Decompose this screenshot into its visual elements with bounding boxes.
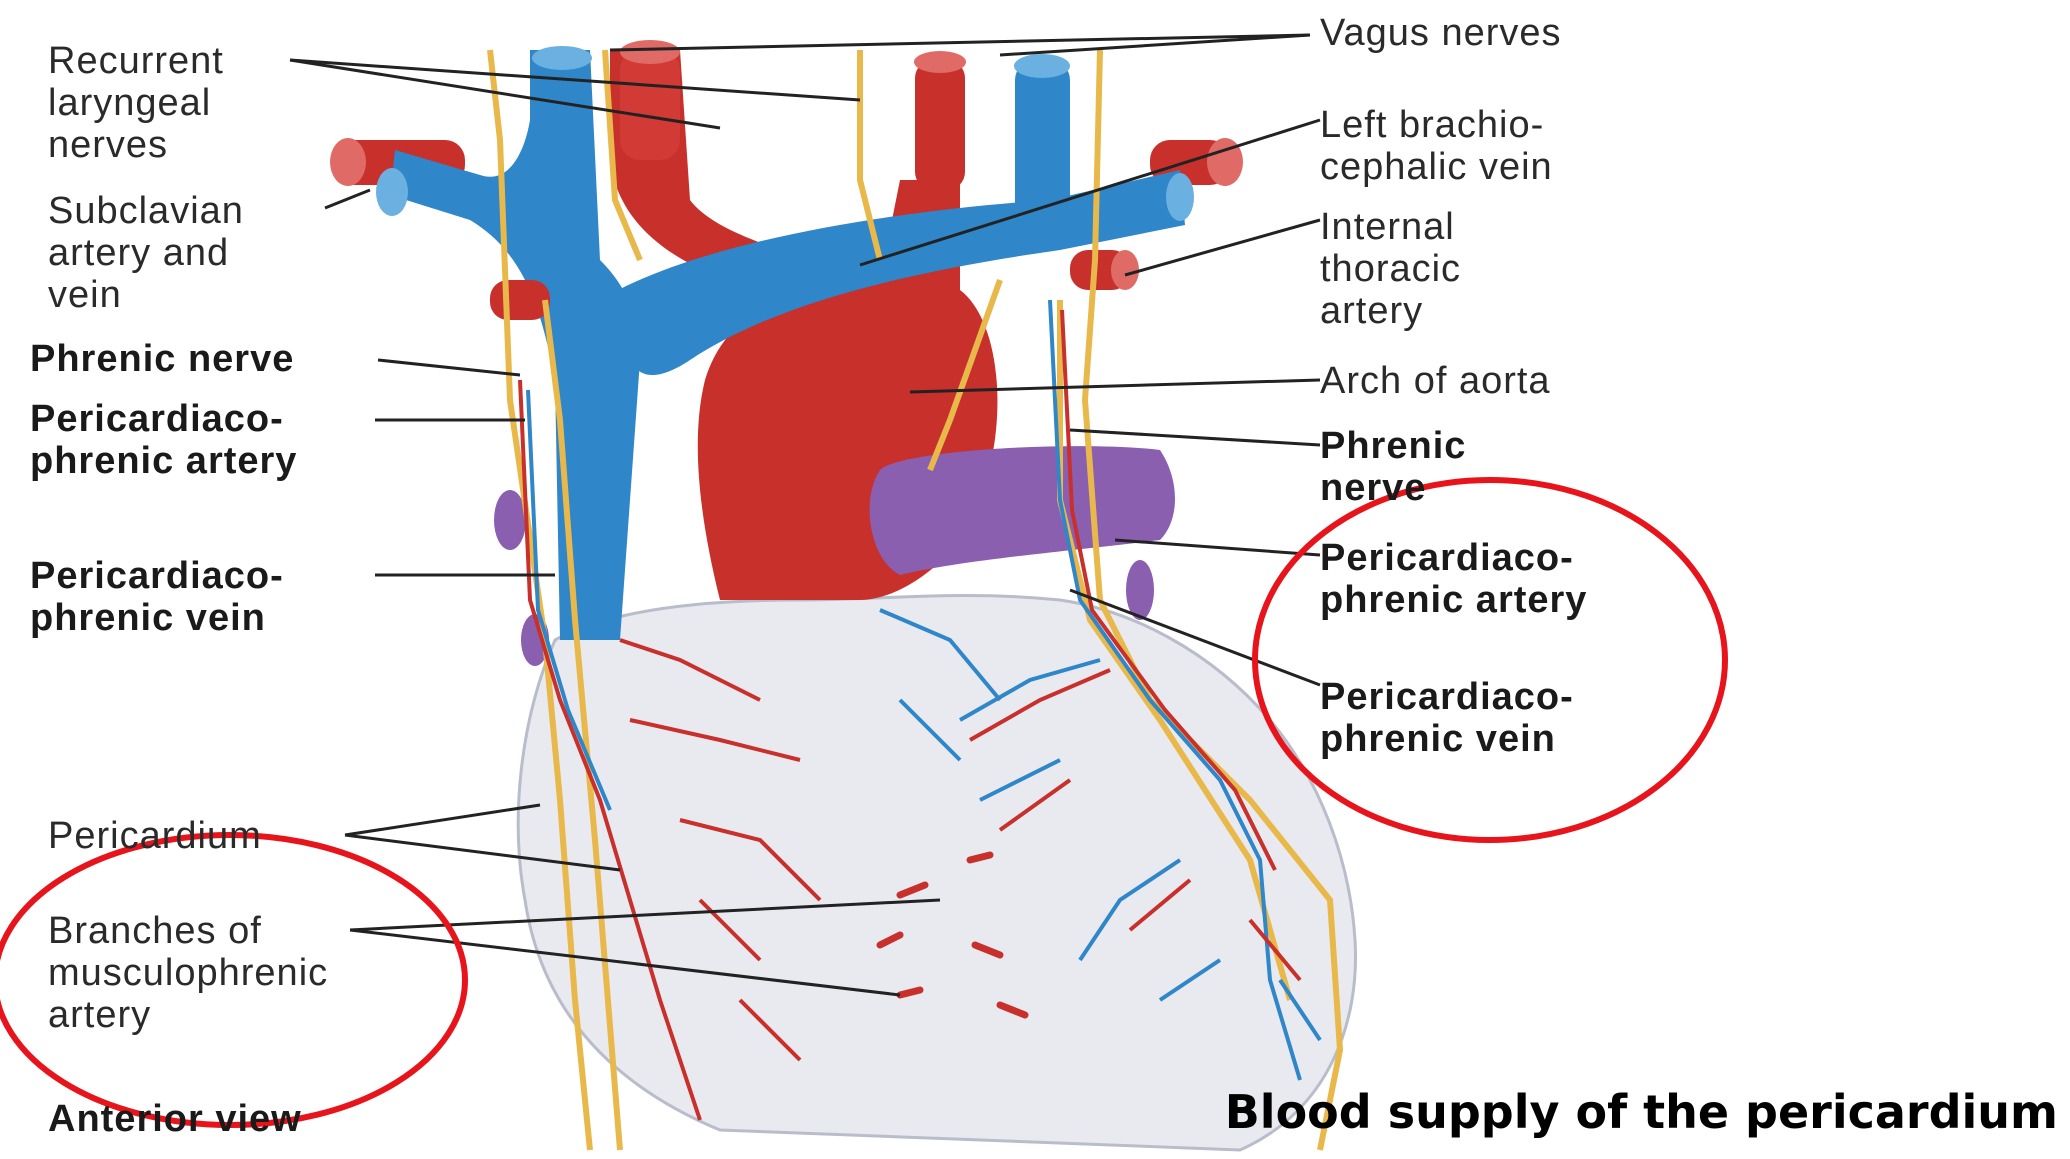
- figure-caption: Blood supply of the pericardium: [1225, 1085, 2058, 1139]
- label-left-brachiocephalic-vein: Left brachio- cephalic vein: [1320, 104, 1553, 188]
- internal-thoracic-left: [490, 280, 550, 320]
- pulmonary-trunk: [870, 446, 1175, 575]
- label-pericardiacophrenic-vein-left: Pericardiaco- phrenic vein: [30, 555, 284, 639]
- highlight-circle-right: [1255, 480, 1725, 840]
- label-recurrent-laryngeal-nerves: Recurrent laryngeal nerves: [48, 40, 224, 166]
- label-internal-thoracic-artery: Internal thoracic artery: [1320, 206, 1461, 332]
- label-branches-of-musculophrenic-artery: Branches of musculophrenic artery: [48, 910, 328, 1036]
- label-pericardiacophrenic-vein-right: Pericardiaco- phrenic vein: [1320, 676, 1574, 760]
- left-internal-jugular: [1015, 60, 1070, 230]
- superior-vena-cava: [390, 50, 640, 640]
- label-subclavian-artery-vein: Subclavian artery and vein: [48, 190, 244, 316]
- label-pericardium: Pericardium: [48, 815, 262, 857]
- label-phrenic-nerve-right: Phrenic nerve: [1320, 425, 1466, 509]
- label-pericardiacophrenic-artery-left: Pericardiaco- phrenic artery: [30, 398, 297, 482]
- label-vagus-nerves: Vagus nerves: [1320, 12, 1562, 54]
- left-subclavian-artery: [915, 60, 965, 190]
- label-pericardiacophrenic-artery-right: Pericardiaco- phrenic artery: [1320, 537, 1587, 621]
- label-arch-of-aorta: Arch of aorta: [1320, 360, 1551, 402]
- label-anterior-view: Anterior view: [48, 1098, 302, 1141]
- ascending-aorta-top: [620, 50, 680, 160]
- pericardium-sac: [518, 596, 1355, 1150]
- label-phrenic-nerve-left: Phrenic nerve: [30, 338, 294, 380]
